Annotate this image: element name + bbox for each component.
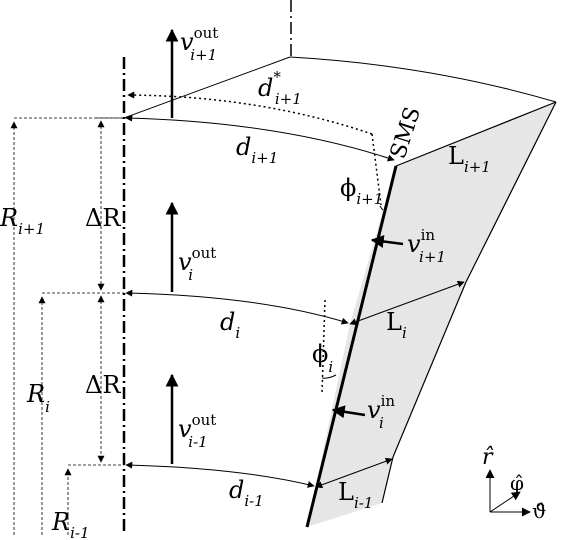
label-d-i-plus-1: di+1	[236, 133, 278, 167]
l-i-arrow	[349, 280, 465, 326]
label-sms: SMS	[386, 104, 426, 162]
label-axis-phi: φ̂	[510, 471, 524, 495]
v-in-i-plus-1-arrow	[370, 235, 404, 248]
dotted-ref-lower	[321, 299, 326, 394]
v-in-i-arrow	[331, 405, 366, 419]
top-face-curve	[289, 56, 557, 103]
l-edge-top	[395, 101, 557, 167]
label-phi-i: ϕi	[312, 340, 333, 376]
label-d-i: di	[220, 308, 240, 342]
label-r-i-plus-1: Ri+1	[0, 204, 45, 238]
label-axis-theta: ϑ̂	[532, 499, 546, 523]
shaded-side-face	[307, 102, 556, 527]
label-d-i-plus-1-star: d*i+1	[258, 68, 302, 108]
d-i-minus-1-arc	[125, 461, 315, 488]
label-l-i: Li	[386, 308, 407, 342]
label-r-i-minus-1: Ri-1	[51, 508, 90, 540]
dotted-ref-upper	[371, 133, 382, 206]
phi-i-plus-1-arc	[379, 205, 384, 211]
top-face-left-edge	[123, 56, 291, 119]
phi-i-arc	[321, 374, 337, 379]
label-delta-r-lower: ΔR	[85, 371, 121, 399]
label-axis-r: r̂	[482, 445, 494, 470]
label-l-i-plus-1: Li+1	[448, 142, 491, 176]
d-i-arc	[125, 289, 349, 325]
label-d-i-minus-1: di-1	[229, 476, 264, 510]
label-delta-r-upper: ΔR	[85, 204, 121, 232]
d-i-plus-1-arc	[125, 114, 395, 162]
d-star-dotted-arc	[127, 91, 373, 135]
label-r-i: Ri	[26, 380, 50, 416]
l-edge-right-upper	[465, 101, 557, 283]
l-i-minus-1-arrow	[315, 457, 393, 489]
label-l-i-minus-1: Li-1	[338, 478, 373, 512]
label-phi-i-plus-1: ϕi+1	[340, 174, 383, 208]
axis-phi-arrow	[489, 491, 521, 513]
